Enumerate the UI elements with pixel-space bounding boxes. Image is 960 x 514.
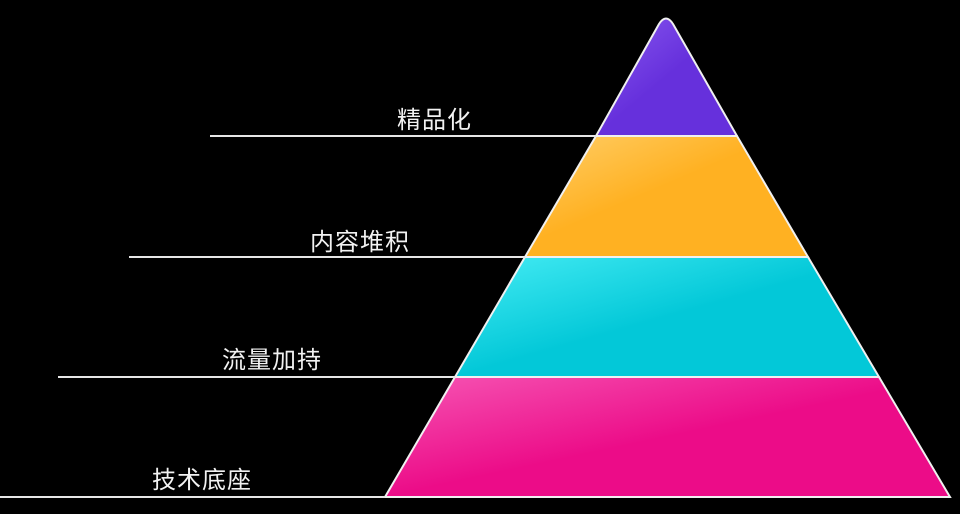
level-label-3: 流量加持 bbox=[222, 346, 322, 374]
leader-line-3 bbox=[58, 376, 455, 378]
pyramid-level-2 bbox=[523, 135, 810, 258]
leader-line-4 bbox=[0, 496, 385, 498]
pyramid-level-1 bbox=[595, 17, 738, 137]
level-label-4: 技术底座 bbox=[152, 466, 252, 494]
level-label-1: 精品化 bbox=[397, 106, 472, 134]
leader-line-2 bbox=[129, 256, 525, 258]
leader-line-1 bbox=[210, 135, 596, 137]
pyramid-level-3 bbox=[453, 256, 881, 378]
level-label-2: 内容堆积 bbox=[310, 228, 410, 256]
pyramid-level-4 bbox=[383, 376, 952, 498]
